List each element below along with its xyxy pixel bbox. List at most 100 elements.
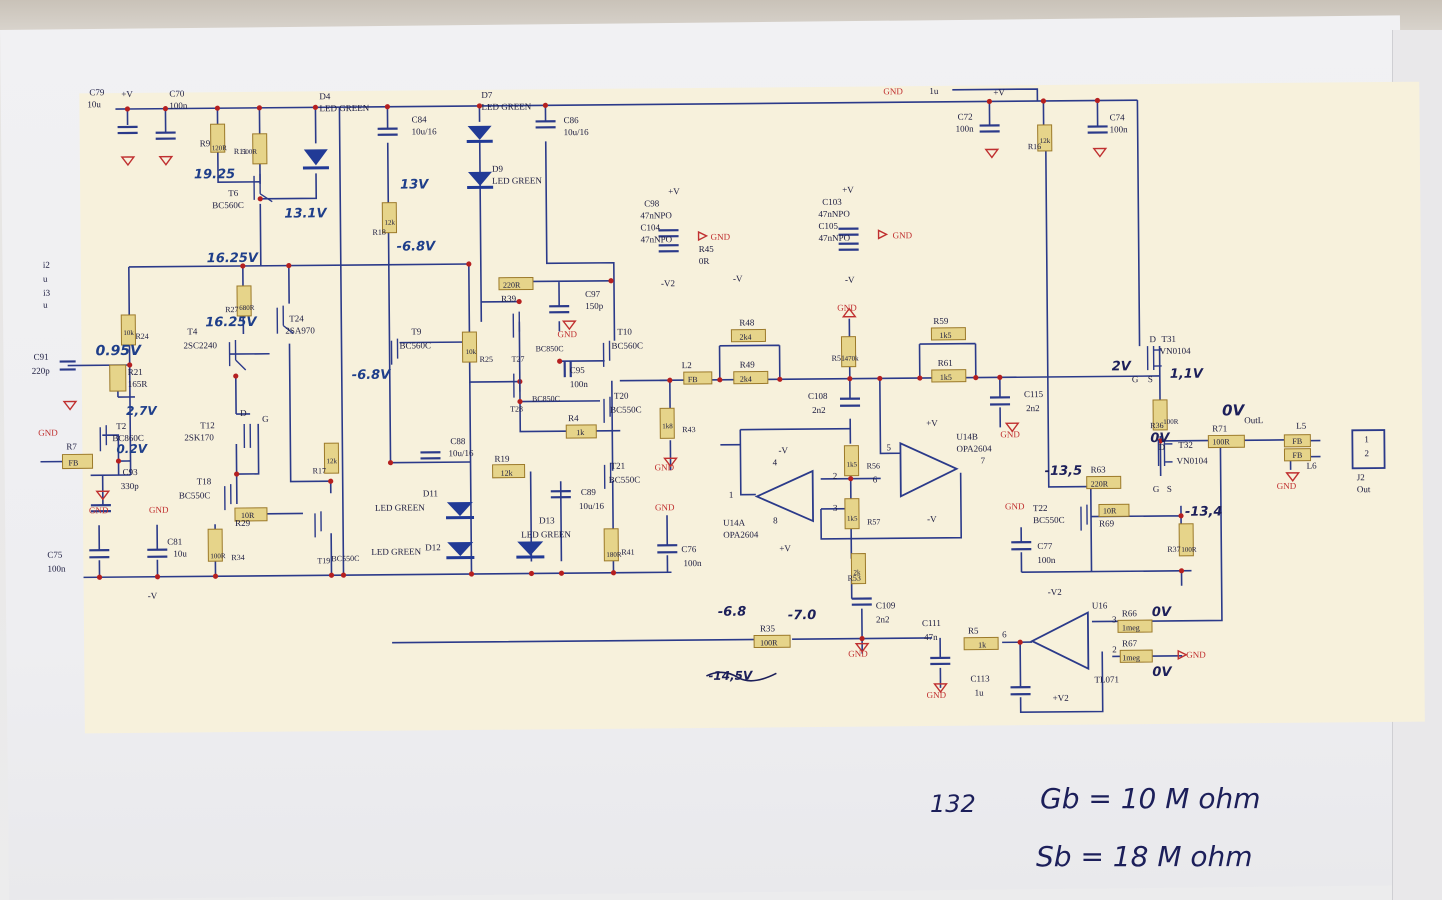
label-r25: R25 <box>480 355 493 364</box>
label-c115-val: 2n2 <box>1026 403 1040 413</box>
label-t24-val: 2SA970 <box>285 325 315 335</box>
label-t12: T12 <box>200 420 215 430</box>
label-d11: D11 <box>423 488 438 498</box>
label-t6-val: BC560C <box>212 200 244 210</box>
label-c89: C89 <box>581 487 597 497</box>
label-gnd-c115: GND <box>1000 429 1020 439</box>
hand-13v: 13V <box>400 177 429 192</box>
label-t32-d: D <box>1158 442 1165 452</box>
label-j2-p2: 2 <box>1364 448 1369 458</box>
label-c108-val: 2n2 <box>812 405 826 415</box>
hand-13-1v: 13.1V <box>284 206 327 221</box>
hand-16-25v: 16.25V <box>207 251 259 266</box>
label-r56-val: 1k5 <box>847 461 858 469</box>
label-r67: R67 <box>1122 638 1138 648</box>
label-t32-val: VN0104 <box>1177 456 1209 466</box>
label-c84-val: 10u/16 <box>412 126 438 136</box>
label-c105-val: 47nNPO <box>819 233 851 243</box>
handwritten-notes: 132 Gb = 10 M ohm Sb = 18 M ohm <box>930 782 1260 873</box>
label-t18: T18 <box>197 476 212 486</box>
label-r51: R51 <box>832 354 845 363</box>
junction-dots <box>96 97 1185 645</box>
label-u14a-vplus: +V <box>779 543 791 553</box>
label-t32-s: S <box>1167 484 1172 494</box>
label-c108: C108 <box>808 391 828 401</box>
label-c84: C84 <box>411 114 427 124</box>
label-u14b-p7: 7 <box>980 456 985 466</box>
label-c103: C103 <box>822 197 842 207</box>
label-side4: u <box>43 300 48 310</box>
label-r34-val: 100R <box>210 552 226 560</box>
label-gnd-top: GND <box>883 86 903 96</box>
hand-neg-6-8v-a: -6.8V <box>397 239 437 254</box>
label-u16-p3: 3 <box>1112 614 1117 624</box>
label-r41: R41 <box>621 548 634 557</box>
label-u14-vneg: -V <box>927 514 937 524</box>
label-r4-val: 1k <box>576 428 584 437</box>
label-r69: R69 <box>1099 518 1115 528</box>
label-vplus-c103: +V <box>842 185 854 195</box>
label-t2: T2 <box>116 421 126 431</box>
label-t6: T6 <box>228 188 239 198</box>
label-c109: C109 <box>876 600 896 610</box>
label-t12-val: 2SK170 <box>184 432 214 442</box>
label-c75: C75 <box>47 550 63 560</box>
label-c72-val: 100n <box>956 124 975 134</box>
label-r66: R66 <box>1122 608 1138 618</box>
label-t19: T19 <box>317 556 330 565</box>
label-out: OutL <box>1244 415 1263 425</box>
label-r21-val: 165R <box>128 379 148 389</box>
hand-0v-r67: 0V <box>1152 665 1172 680</box>
label-r63-val: 220R <box>1091 479 1109 488</box>
label-r9-val: 120R <box>212 144 228 152</box>
label-t31-val: VN0104 <box>1160 346 1192 356</box>
label-u14a-p1: 1 <box>729 490 734 500</box>
hand-0-95v: 0.95V <box>95 343 142 359</box>
label-d13: D13 <box>539 515 555 525</box>
label-t4: T4 <box>187 326 198 336</box>
label-r66-val: 1meg <box>1122 623 1140 632</box>
label-l2: L2 <box>682 360 692 370</box>
label-r37: R37 <box>1167 545 1180 554</box>
label-r11: R11 <box>234 147 247 156</box>
label-r43: R43 <box>682 425 695 434</box>
label-u14a-p3: 3 <box>833 503 838 513</box>
label-j2: J2 <box>1357 472 1365 482</box>
label-r53: R53 <box>848 574 861 583</box>
label-gnd-r43: GND <box>655 462 675 472</box>
label-c89-val: 10u/16 <box>579 501 605 511</box>
label-r18-val: 12k <box>384 219 395 227</box>
label-t20-val: BC550C <box>610 405 642 415</box>
label-r27: R27 <box>225 305 238 314</box>
label-r19: R19 <box>494 454 510 464</box>
label-vplus: +V <box>121 89 133 99</box>
label-u14a-p2: 2 <box>833 471 838 481</box>
label-r11-val: 500R <box>242 148 258 156</box>
label-d12: D12 <box>425 542 441 552</box>
label-c93: C93 <box>123 467 139 477</box>
label-u16-val: TL071 <box>1094 674 1119 684</box>
hand-16-25v-b: 16.25V <box>205 315 257 330</box>
label-r25-val: 10k <box>466 348 477 356</box>
label-r61: R61 <box>938 358 953 368</box>
label-r51-val: 470k <box>845 355 860 363</box>
label-vneg-c103: -V <box>845 275 855 285</box>
label-r5-val: 1k <box>978 641 986 650</box>
label-r16-val: 12k <box>1040 137 1051 145</box>
label-r18: R18 <box>372 228 385 237</box>
label-gnd-c81: GND <box>149 505 169 515</box>
label-c104: C104 <box>640 222 660 232</box>
label-d12-val: LED GREEN <box>371 546 421 556</box>
label-r43-val: 1k8 <box>662 422 673 430</box>
label-t28-val: BC850C <box>532 394 560 403</box>
hand-neg-6-8v-b: -6.8V <box>352 368 392 383</box>
label-c105: C105 <box>818 221 838 231</box>
label-u14a-p8: 8 <box>773 515 778 525</box>
label-c97-val: 150p <box>585 301 604 311</box>
label-u14a-p4: 4 <box>773 457 778 467</box>
label-c72: C72 <box>957 112 972 122</box>
hand-neg-7-0: -7.0 <box>788 608 817 623</box>
label-c91: C91 <box>34 352 49 362</box>
label-r56: R56 <box>867 461 880 470</box>
label-gnd-r51: GND <box>837 303 857 313</box>
